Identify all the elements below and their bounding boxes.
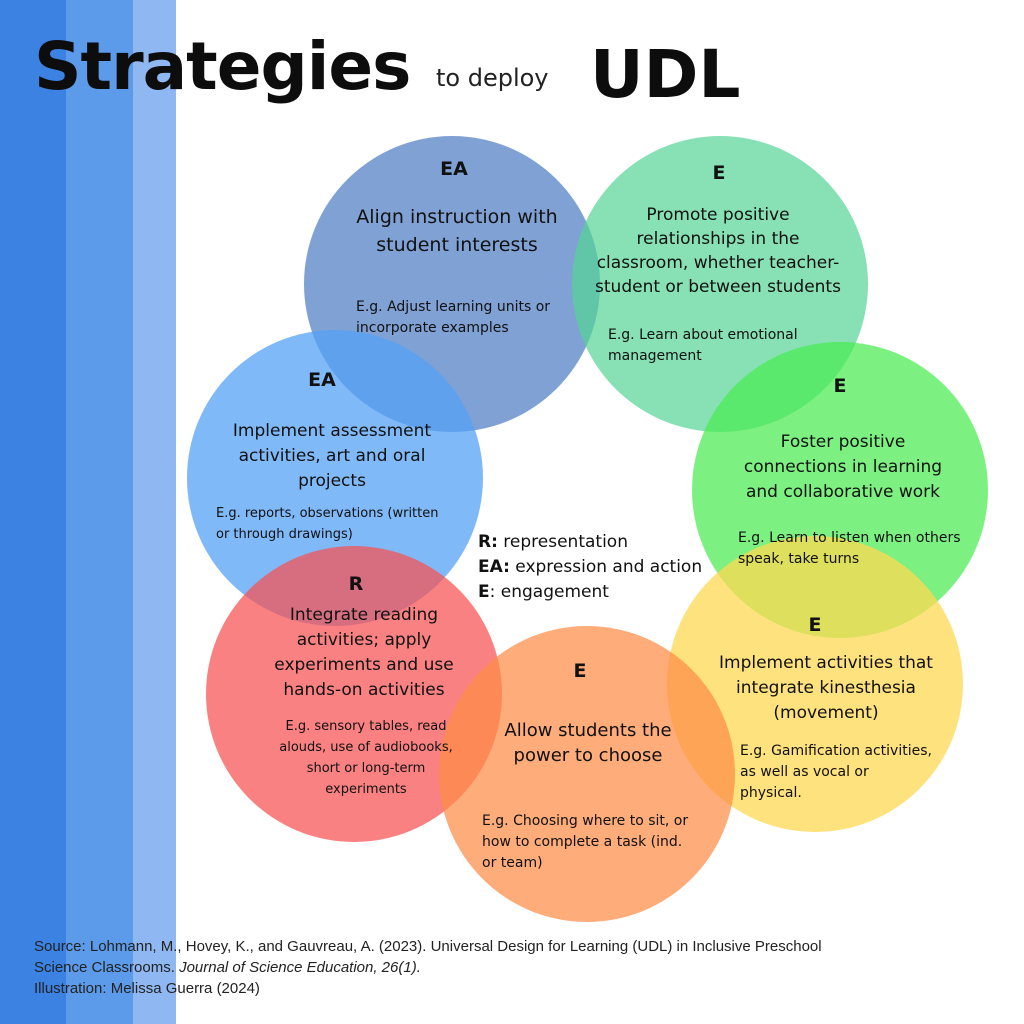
assess-example-line: or through drawings) — [216, 527, 353, 542]
choose-example-line: how to complete a task (ind. — [482, 834, 683, 850]
promote-tag: E — [712, 162, 726, 184]
kinesthesia-tag: E — [808, 614, 822, 636]
circle-power-to-choose — [439, 626, 735, 922]
reading-example-line: alouds, use of audiobooks, — [279, 740, 453, 755]
assess-heading: Implement assessment activities, art and… — [212, 419, 452, 494]
choose-tag: E — [573, 660, 587, 682]
reading-heading-line: activities; apply — [296, 630, 432, 650]
foster-heading-line: and collaborative work — [745, 482, 941, 502]
foster-heading-line: connections in learning — [743, 457, 943, 477]
title-end: UDL — [590, 36, 741, 113]
choose-example: E.g. Choosing where to sit, or how to co… — [482, 811, 712, 874]
assess-heading-line: projects — [298, 471, 366, 491]
choose-example-line: E.g. Choosing where to sit, or — [482, 813, 689, 829]
reading-example-line: experiments — [325, 782, 407, 797]
legend-item: R: representation — [478, 530, 702, 555]
illustration-credit: Illustration: Melissa Guerra (2024) — [34, 980, 260, 997]
reading-example-line: E.g. sensory tables, read — [285, 719, 447, 734]
legend-key: E — [478, 582, 490, 602]
legend-key: EA: — [478, 557, 510, 577]
title-main: Strategies — [34, 28, 411, 105]
promote-example-line: management — [608, 348, 702, 364]
align-example: E.g. Adjust learning units or incorporat… — [356, 297, 586, 339]
foster-tag: E — [833, 375, 847, 397]
promote-example: E.g. Learn about emotional management — [608, 325, 838, 367]
choose-heading-line: power to choose — [513, 745, 663, 766]
kinesthesia-heading-line: Implement activities that — [719, 653, 933, 673]
legend-key: R: — [478, 532, 498, 552]
source-footer: Source: Lohmann, M., Hovey, K., and Gauv… — [34, 936, 954, 999]
foster-heading: Foster positive connections in learning … — [718, 430, 968, 505]
source-text: Science Classrooms. — [34, 959, 180, 976]
background-stripe-dark — [0, 0, 66, 1024]
align-example-line: E.g. Adjust learning units or — [356, 299, 551, 315]
legend: R: representation EA: expression and act… — [478, 530, 702, 605]
reading-heading-line: Integrate reading — [289, 605, 439, 625]
align-heading-line: Align instruction with — [356, 206, 558, 228]
background-stripe-light — [133, 0, 176, 1024]
promote-example-line: E.g. Learn about emotional — [608, 327, 798, 343]
reading-tag: R — [348, 573, 364, 595]
kinesthesia-heading: Implement activities that integrate kine… — [706, 651, 946, 726]
source-line-1: Source: Lohmann, M., Hovey, K., and Gauv… — [34, 938, 822, 955]
kinesthesia-example: E.g. Gamification activities, as well as… — [740, 741, 960, 804]
assess-heading-line: Implement assessment — [232, 421, 432, 441]
promote-heading: Promote positive relationships in the cl… — [587, 203, 849, 299]
promote-heading-line: relationships in the — [636, 229, 800, 249]
kinesthesia-heading-line: integrate kinesthesia — [736, 678, 916, 698]
legend-item: E: engagement — [478, 580, 702, 605]
foster-example: E.g. Learn to listen when others speak, … — [738, 528, 978, 570]
assess-heading-line: activities, art and oral — [238, 446, 426, 466]
assess-tag: EA — [308, 369, 336, 391]
align-example-line: incorporate examples — [356, 320, 509, 336]
reading-example-line: short or long-term — [306, 761, 426, 776]
promote-heading-line: student or between students — [595, 277, 841, 297]
kinesthesia-example-line: as well as vocal or — [740, 764, 869, 780]
choose-heading-line: Allow students the — [504, 720, 672, 741]
choose-example-line: or team) — [482, 855, 543, 871]
reading-heading-line: hands-on activities — [283, 680, 445, 700]
legend-text: representation — [497, 532, 628, 552]
assess-example: E.g. reports, observations (written or t… — [216, 503, 466, 545]
background-stripe-medium — [66, 0, 133, 1024]
kinesthesia-example-line: physical. — [740, 785, 802, 801]
foster-heading-line: Foster positive — [780, 432, 906, 452]
promote-heading-line: Promote positive — [646, 205, 790, 225]
foster-example-line: E.g. Learn to listen when others — [738, 530, 961, 546]
reading-example: E.g. sensory tables, read alouds, use of… — [254, 716, 478, 800]
title-middle: to deploy — [436, 64, 549, 92]
source-line-2: Science Classrooms. Journal of Science E… — [34, 957, 954, 978]
align-heading-line: student interests — [376, 234, 538, 256]
source-journal: Journal of Science Education, 26(1). — [179, 959, 421, 976]
reading-heading: Integrate reading activities; apply expe… — [244, 603, 484, 703]
assess-example-line: E.g. reports, observations (written — [216, 506, 439, 521]
foster-example-line: speak, take turns — [738, 551, 860, 567]
choose-heading: Allow students the power to choose — [470, 718, 706, 768]
legend-text: : engagement — [489, 582, 609, 602]
kinesthesia-heading-line: (movement) — [773, 703, 879, 723]
reading-heading-line: experiments and use — [274, 655, 454, 675]
align-tag: EA — [440, 158, 468, 180]
align-heading: Align instruction with student interests — [334, 203, 580, 259]
legend-text: expression and action — [509, 557, 703, 577]
kinesthesia-example-line: E.g. Gamification activities, — [740, 743, 932, 759]
legend-item: EA: expression and action — [478, 555, 702, 580]
promote-heading-line: classroom, whether teacher- — [596, 253, 840, 273]
